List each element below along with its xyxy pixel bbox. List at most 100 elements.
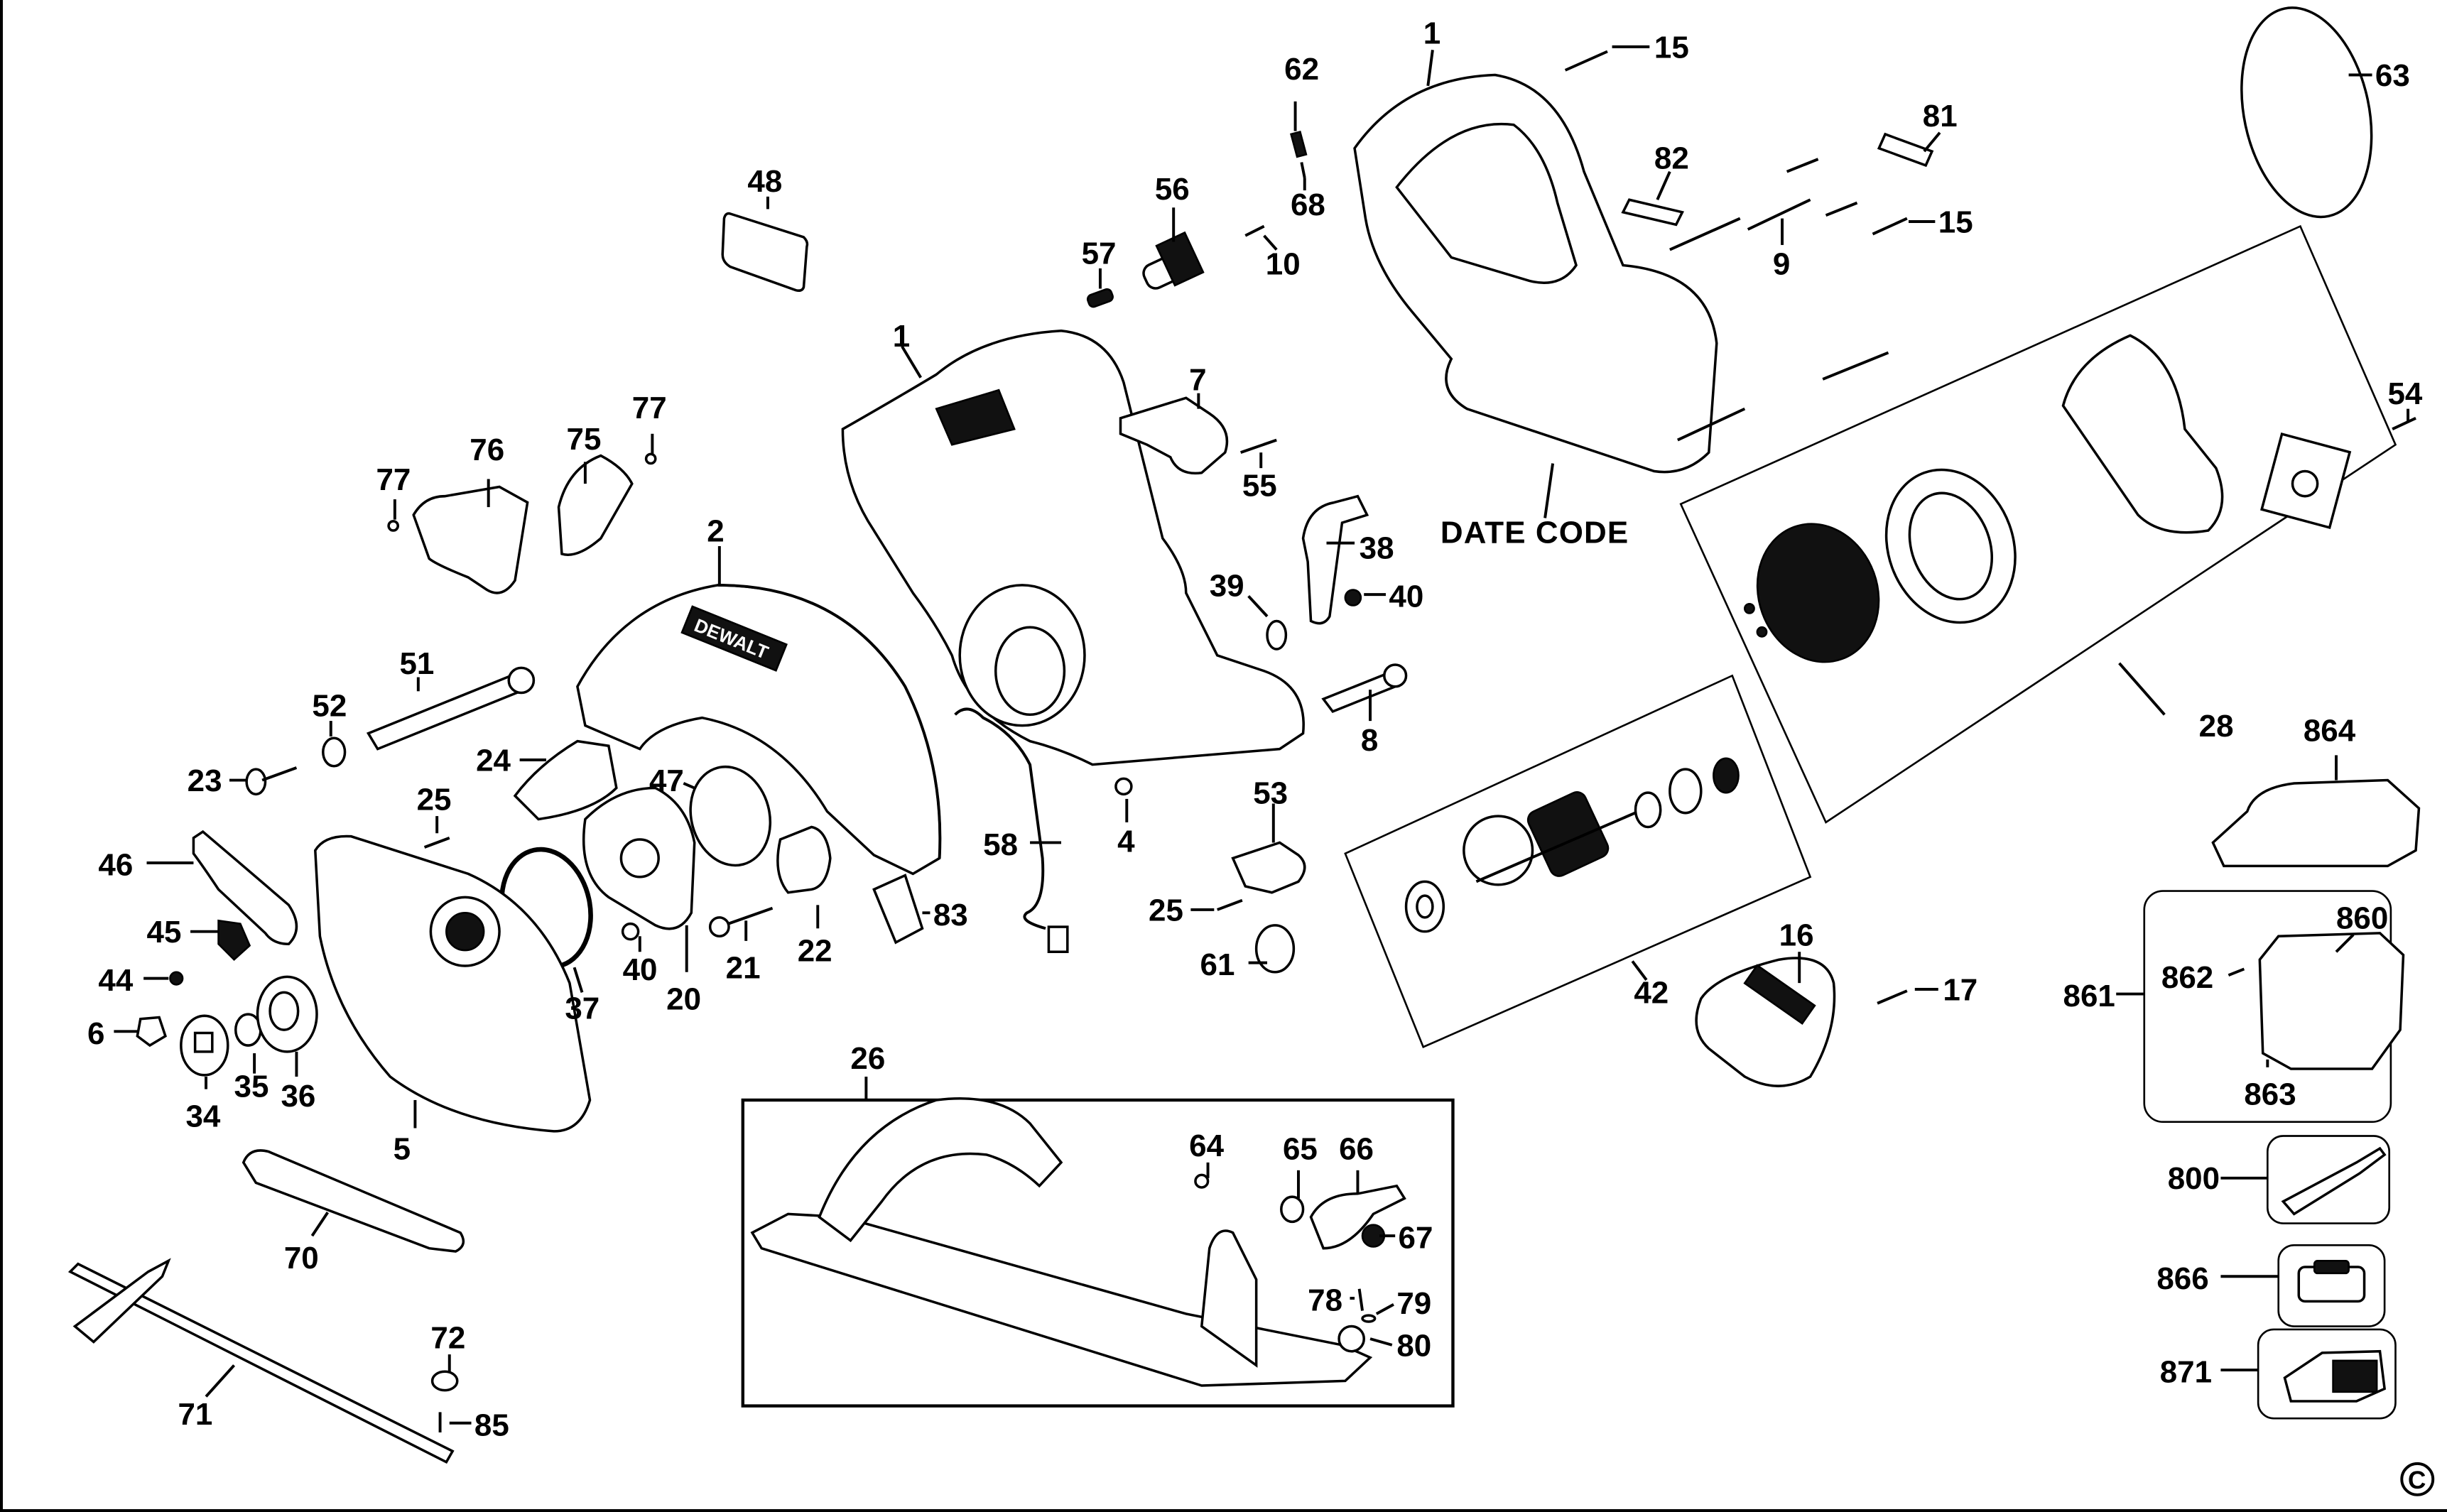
callout-15-mid: 15 [1938, 205, 1973, 239]
part-6-bolt-shape [136, 1016, 168, 1048]
part-61-washer-shape [1254, 924, 1296, 974]
callout-83: 83 [933, 898, 968, 932]
part-72-knob-shape [430, 1370, 459, 1392]
callout-862: 862 [2161, 960, 2213, 995]
charger-frame [2257, 1328, 2397, 1420]
part-10-screw-shape [1244, 224, 1265, 237]
copyright-circle [2400, 1462, 2435, 1496]
part-34-washer-hole [193, 1031, 214, 1053]
part-22-bushing-shape [776, 825, 832, 894]
callout-26: 26 [850, 1041, 885, 1076]
callout-1-right: 1 [1423, 16, 1440, 51]
callout-62: 62 [1284, 52, 1319, 87]
part-39-spring-shape [1266, 619, 1288, 651]
callout-9: 9 [1773, 247, 1790, 282]
callout-10: 10 [1266, 247, 1301, 282]
callout-4: 4 [1117, 825, 1135, 859]
armature-assembly-box [1344, 674, 1812, 1049]
callout-44: 44 [98, 963, 133, 998]
copyright-symbol: C [2408, 1467, 2426, 1494]
callout-6: 6 [87, 1016, 104, 1051]
part-5-lower-guard-shape [314, 834, 592, 1133]
part-76-dustport-shape [412, 485, 529, 594]
callout-68: 68 [1291, 187, 1325, 222]
part-1-housing-left-grip [935, 388, 1016, 446]
part-36-washer-hub [268, 991, 300, 1031]
callout-67: 67 [1399, 1221, 1433, 1256]
callout-36: 36 [281, 1079, 315, 1114]
callout-55: 55 [1242, 469, 1277, 504]
callout-864: 864 [2304, 714, 2356, 749]
callout-57: 57 [1082, 236, 1117, 271]
part-860-case-shape [2258, 932, 2405, 1070]
part-66-lever-shape [1309, 1184, 1406, 1250]
callout-24: 24 [476, 743, 511, 778]
callout-16: 16 [1779, 918, 1814, 952]
part-24-bracket-shape [513, 739, 618, 821]
callout-866: 866 [2156, 1261, 2208, 1296]
part-51-rod-shape [366, 672, 526, 751]
part-56-switch-shape [1142, 231, 1205, 290]
part-77-screw-left-shape [387, 520, 400, 532]
part-864-insert-shape [2211, 778, 2421, 868]
part-64-bolt-shape [1194, 1173, 1210, 1189]
callout-82: 82 [1654, 141, 1689, 175]
part-75-dustport-half-shape [557, 454, 634, 556]
callout-42: 42 [1634, 976, 1669, 1011]
part-80-knob-shape [1338, 1325, 1365, 1353]
part-44-screw-shape [169, 971, 184, 986]
callout-40-left: 40 [623, 952, 658, 987]
part-9-screws [1669, 198, 1889, 442]
part-2-guard-rim [717, 583, 942, 859]
callout-37: 37 [565, 991, 599, 1026]
callout-25-right: 25 [1149, 893, 1183, 928]
part-21-screw-head [708, 916, 730, 938]
part-70-wrench-shape [242, 1149, 465, 1253]
callout-23: 23 [188, 763, 222, 798]
callout-8: 8 [1361, 723, 1378, 758]
callout-45: 45 [147, 915, 182, 950]
part-71-fence-guide [72, 1258, 171, 1344]
part-1-housing-left-bore [994, 626, 1066, 717]
part-58-connector [1047, 925, 1069, 953]
part-52-washer-shape [322, 736, 347, 768]
callout-75: 75 [567, 422, 602, 457]
part-65-bushing-shape [1280, 1195, 1305, 1224]
callout-53: 53 [1253, 776, 1288, 811]
part-42-armature-shapes [1404, 757, 1740, 933]
callout-2: 2 [707, 513, 724, 548]
part-25-screw-right-shape [1217, 898, 1243, 911]
callout-58: 58 [983, 827, 1018, 862]
part-51-rod-head [507, 666, 536, 695]
callout-7: 7 [1189, 362, 1206, 397]
callout-70: 70 [284, 1241, 319, 1276]
part-23-bolt-head [245, 768, 267, 796]
part-871-charger-vent [2332, 1359, 2378, 1393]
part-25-screw-left-shape [423, 836, 450, 849]
part-48-label-shape [721, 212, 809, 292]
part-78-screw-shape [1357, 1288, 1364, 1311]
part-1-housing-right-inner [1395, 123, 1578, 284]
callout-20: 20 [666, 982, 701, 1017]
callout-22: 22 [798, 933, 832, 968]
part-68-button-shape [1300, 162, 1306, 178]
part-16-endcap-shape [1695, 957, 1836, 1087]
callout-61: 61 [1200, 947, 1235, 982]
callout-81: 81 [1923, 99, 1958, 134]
shoe-assembly-box [741, 1098, 1455, 1408]
callout-56: 56 [1155, 172, 1190, 207]
part-1-housing-right-shape [1353, 73, 1718, 474]
part-800-blade-kit-shape [2281, 1146, 2387, 1216]
callout-40-right: 40 [1389, 580, 1423, 614]
blade-kit-frame [2267, 1135, 2391, 1224]
callout-65: 65 [1283, 1131, 1318, 1166]
part-55-pin-shape [1240, 438, 1277, 455]
callout-54: 54 [2388, 376, 2423, 411]
callout-1-left: 1 [893, 319, 910, 354]
part-862-latch-shape [2228, 967, 2245, 977]
part-28-field-shapes [1744, 334, 2352, 663]
callout-77-right: 77 [632, 391, 667, 425]
callout-51: 51 [399, 646, 434, 681]
part-8-screw-head [1383, 663, 1408, 688]
